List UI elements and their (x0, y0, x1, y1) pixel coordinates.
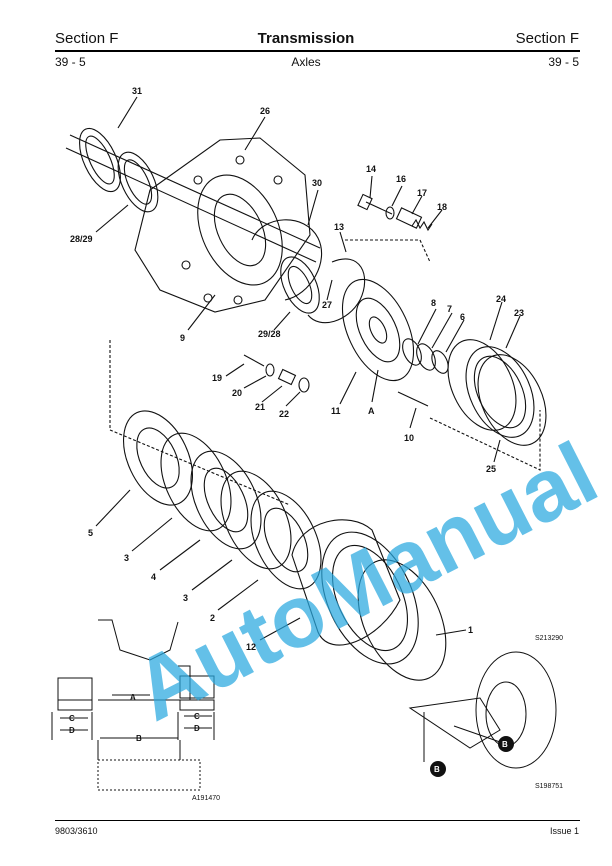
washer-7 (416, 343, 436, 371)
part-label: 3 (124, 553, 129, 563)
dimension-label: C (69, 714, 75, 723)
part-label: A (368, 406, 375, 416)
issue-number: Issue 1 (549, 826, 579, 836)
part-label: 19 (212, 373, 222, 383)
figure-reference: A191470 (192, 795, 220, 802)
part-label: 13 (334, 222, 344, 232)
bearing-29-28 (280, 256, 320, 314)
hub-carrier-26 (134, 137, 311, 313)
spring-18 (411, 218, 433, 232)
part-label: 8 (431, 298, 436, 308)
part-label: 28/29 (70, 234, 93, 244)
oring-1 (357, 559, 447, 681)
part-label: 2 (210, 613, 215, 623)
section-label-left: Section F (55, 30, 119, 47)
ring-22 (298, 377, 310, 393)
detail-bearing-section (51, 619, 215, 791)
washer-20 (265, 363, 275, 377)
part-label: 6 (460, 312, 465, 322)
plate-5 (123, 410, 193, 506)
callout-b-text: B (434, 765, 440, 774)
footer-rule (55, 820, 580, 821)
seal-31 (79, 127, 121, 193)
part-label: 22 (279, 409, 289, 419)
dimension-label: C (194, 712, 200, 721)
page-title: Transmission (257, 30, 355, 47)
page-number-left: 39 - 5 (55, 55, 86, 69)
dimension-label: B (136, 734, 142, 743)
part-label: 9 (180, 333, 185, 343)
part-label: 5 (88, 528, 93, 538)
figure-reference: S198751 (535, 783, 563, 790)
part-label: 14 (366, 164, 376, 174)
spacer-21 (277, 368, 297, 386)
oring-25 (477, 354, 547, 446)
plate-3-upper (160, 432, 232, 532)
section-label-right: Section F (515, 30, 579, 47)
part-label: 24 (496, 294, 506, 304)
washer-6 (431, 350, 449, 374)
callout-b-right (498, 736, 514, 752)
bolt-19 (243, 354, 265, 367)
dimension-label: D (69, 726, 75, 735)
oring-24 (447, 339, 517, 431)
dimension-label: A (130, 693, 136, 702)
sun-gear-11 (341, 278, 415, 382)
page-number-right: 39 - 5 (548, 55, 579, 69)
part-label: 31 (132, 86, 142, 96)
ring-gear-12 (291, 519, 401, 646)
circlip-30 (251, 219, 323, 301)
plate-3-lower (220, 470, 292, 570)
plate-4 (190, 450, 262, 550)
part-label: 12 (246, 642, 256, 652)
part-label: 16 (396, 174, 406, 184)
part-label: 26 (260, 106, 270, 116)
dimension-label: D (194, 724, 200, 733)
drive-shaft (69, 134, 321, 249)
piston-23 (465, 346, 535, 438)
part-label: 18 (437, 202, 447, 212)
part-label: 23 (514, 308, 524, 318)
page-subtitle: Axles (291, 55, 321, 69)
bearing-28-29 (117, 151, 159, 213)
part-label: 11 (331, 406, 341, 416)
callout-b-text: B (502, 740, 508, 749)
bolt-14 (365, 201, 393, 215)
washer-16 (385, 206, 395, 220)
header-rule (55, 50, 580, 52)
part-label: 29/28 (258, 329, 281, 339)
part-label: 20 (232, 388, 242, 398)
detail-puller-tool (408, 651, 557, 769)
circlip-27 (307, 258, 366, 324)
washer-8 (402, 338, 422, 366)
figure-reference: S213290 (535, 635, 563, 642)
part-label: 10 (404, 433, 414, 443)
part-label: 3 (183, 593, 188, 603)
part-label: 4 (151, 572, 156, 582)
sleeve-17 (395, 207, 423, 229)
part-label: 1 (468, 625, 473, 635)
bolt-10 (397, 391, 429, 407)
document-number: 9803/3610 (55, 826, 98, 836)
part-label: 7 (447, 304, 452, 314)
part-label: 17 (417, 188, 427, 198)
part-label: 25 (486, 464, 496, 474)
part-label: 30 (312, 178, 322, 188)
part-label: 21 (255, 402, 265, 412)
part-label: 27 (322, 300, 332, 310)
callout-b-left (430, 761, 446, 777)
